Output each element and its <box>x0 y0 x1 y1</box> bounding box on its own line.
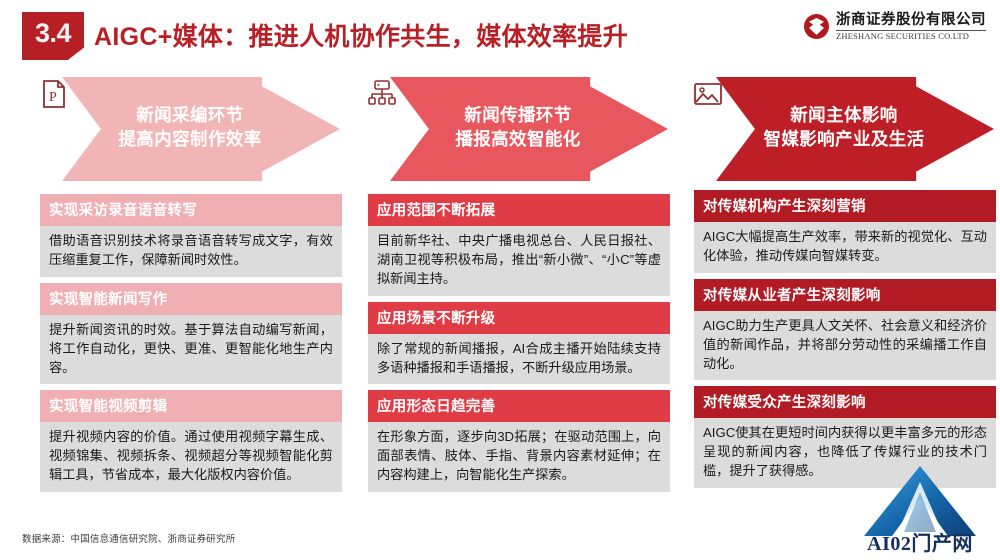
card-title: 应用形态日趋完善 <box>368 390 670 423</box>
brand-name-en: ZHESHANG SECURITIES CO.LTD <box>836 29 986 41</box>
info-card: 应用形态日趋完善 在形象方面，逐步向3D拓展；在驱动范围上，向面部表情、肢体、手… <box>368 390 670 492</box>
card-title: 对传媒受众产生深刻影响 <box>694 386 996 419</box>
stage-arrow-label-3: 新闻主体影响 智媒影响产业及生活 <box>763 105 925 149</box>
card-body: AIGC助力生产更具人文关怀、社会意义和经济价值的新闻作品，并将部分劳动性的采编… <box>694 310 996 381</box>
card-body: 除了常规的新闻播报，AI合成主播开始陆续支持多语种播报和手语播报，不断升级应用场… <box>368 333 670 385</box>
card-title: 应用范围不断拓展 <box>368 194 670 226</box>
card-body: 提升新闻资讯的时效。基于算法自动编写新闻，将工作自动化，更快、更准、更智能化地生… <box>40 314 342 385</box>
card-title: 实现智能新闻写作 <box>40 282 342 315</box>
stage-arrow-label-1: 新闻采编环节 提高内容制作效率 <box>118 105 262 149</box>
card-body: 提升视频内容的价值。通过使用视频字幕生成、视频锦集、视频拆条、视频超分等视频智能… <box>40 422 342 492</box>
stage-column-3: 新闻主体影响 智媒影响产业及生活 对传媒机构产生深刻营销 AIGC大幅提高生产效… <box>676 66 996 488</box>
card-body: 目前新华社、中央广播电视总台、人民日报社、湖南卫视等积极布局，推出“新小微”、“… <box>368 226 670 296</box>
stage-cards-2: 应用范围不断拓展 目前新华社、中央广播电视总台、人民日报社、湖南卫视等积极布局，… <box>368 194 670 498</box>
brand-name-cn: 浙商证券股份有限公司 <box>836 12 986 28</box>
zheshang-logo-icon <box>804 14 829 39</box>
stage-banner-1: P 新闻采编环节 提高内容制作效率 <box>22 66 342 194</box>
info-card: 实现采访录音语音转写 借助语音识别技术将录音语音转写成文字，有效压缩重复工作，保… <box>40 194 342 277</box>
stage-cards-1: 实现采访录音语音转写 借助语音识别技术将录音语音转写成文字，有效压缩重复工作，保… <box>40 194 342 498</box>
stage-arrow-3: 新闻主体影响 智媒影响产业及生活 <box>716 77 994 181</box>
org-chart-icon <box>366 78 398 110</box>
stage-column-1: P 新闻采编环节 提高内容制作效率 实现采访录音语音转写 借助语音识别技术将录音… <box>22 66 342 492</box>
stage-arrow-1: 新闻采编环节 提高内容制作效率 <box>62 77 340 181</box>
page-title: AIGC+媒体：推进人机协作共生，媒体效率提升 <box>94 23 629 51</box>
document-p-icon: P <box>38 78 70 110</box>
stage-column-2: 新闻传播环节 播报高效智能化 应用范围不断拓展 目前新华社、中央广播电视总台、人… <box>350 66 670 492</box>
stage-cards-3: 对传媒机构产生深刻营销 AIGC大幅提高生产效率，带来新的视觉化、互动化体验，推… <box>694 190 996 494</box>
card-body: AIGC大幅提高生产效率，带来新的视觉化、互动化体验，推动传媒向智媒转变。 <box>694 222 996 273</box>
card-title: 实现采访录音语音转写 <box>40 194 342 226</box>
info-card: 实现智能视频剪辑 提升视频内容的价值。通过使用视频字幕生成、视频锦集、视频拆条、… <box>40 390 342 492</box>
card-title: 对传媒机构产生深刻营销 <box>694 190 996 222</box>
card-title: 实现智能视频剪辑 <box>40 390 342 423</box>
info-card: 实现智能新闻写作 提升新闻资讯的时效。基于算法自动编写新闻，将工作自动化，更快、… <box>40 282 342 385</box>
card-title: 应用场景不断升级 <box>368 301 670 334</box>
image-picture-icon <box>692 78 724 110</box>
stage-arrow-label-2: 新闻传播环节 播报高效智能化 <box>455 105 581 149</box>
card-body: 借助语音识别技术将录音语音转写成文字，有效压缩重复工作，保障新闻时效性。 <box>40 226 342 277</box>
stage-banner-2: 新闻传播环节 播报高效智能化 <box>350 66 670 194</box>
brand-text-block: 浙商证券股份有限公司 ZHESHANG SECURITIES CO.LTD <box>836 13 986 40</box>
card-body: AIGC使其在更短时间内获得以更丰富多元的形态呈现的新闻内容，也降低了传媒行业的… <box>694 418 996 488</box>
info-card: 对传媒机构产生深刻营销 AIGC大幅提高生产效率，带来新的视觉化、互动化体验，推… <box>694 190 996 273</box>
stage-arrow-2: 新闻传播环节 播报高效智能化 <box>390 77 668 181</box>
stage-banner-3: 新闻主体影响 智媒影响产业及生活 <box>676 66 996 194</box>
info-card: 对传媒受众产生深刻影响 AIGC使其在更短时间内获得以更丰富多元的形态呈现的新闻… <box>694 386 996 488</box>
watermark-text: AI02门产网 <box>867 533 973 555</box>
section-number-badge: 3.4 <box>22 12 84 60</box>
company-logo: 浙商证券股份有限公司 ZHESHANG SECURITIES CO.LTD <box>804 13 986 40</box>
source-note: 数据来源：中国信息通信研究院、浙商证券研究所 <box>22 534 236 545</box>
info-card: 对传媒从业者产生深刻影响 AIGC助力生产更具人文关怀、社会意义和经济价值的新闻… <box>694 278 996 381</box>
info-card: 应用范围不断拓展 目前新华社、中央广播电视总台、人民日报社、湖南卫视等积极布局，… <box>368 194 670 296</box>
info-card: 应用场景不断升级 除了常规的新闻播报，AI合成主播开始陆续支持多语种播报和手语播… <box>368 301 670 385</box>
slide-header: 3.4 AIGC+媒体：推进人机协作共生，媒体效率提升 浙商证券股份有限公司 Z… <box>0 0 1000 66</box>
card-body: 在形象方面，逐步向3D拓展；在驱动范围上，向面部表情、肢体、手指、背景内容素材延… <box>368 422 670 492</box>
card-title: 对传媒从业者产生深刻影响 <box>694 278 996 311</box>
content-columns: P 新闻采编环节 提高内容制作效率 实现采访录音语音转写 借助语音识别技术将录音… <box>0 66 1000 506</box>
svg-text:P: P <box>49 90 57 105</box>
